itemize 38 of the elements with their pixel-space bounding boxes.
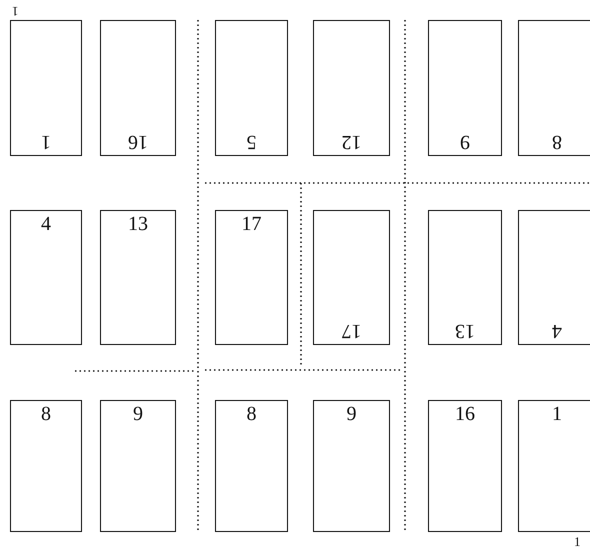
page-number: 1	[40, 131, 52, 153]
page-number: 4	[40, 213, 52, 235]
page-frame	[215, 400, 288, 532]
page-frame	[215, 210, 288, 345]
page-frame	[518, 400, 590, 532]
page-number: 16	[454, 403, 476, 425]
page-frame	[215, 20, 288, 156]
page-frame	[428, 210, 502, 345]
page-frame	[100, 400, 176, 532]
page-number: 12	[340, 131, 362, 153]
page-number: 8	[551, 131, 563, 153]
page-number: 5	[246, 131, 258, 153]
page-frame	[100, 20, 176, 156]
page-frame	[10, 20, 82, 156]
page-number: 9	[346, 403, 358, 425]
page-number: 8	[40, 403, 52, 425]
sheet-mark: 1	[12, 4, 18, 18]
sheet-mark: 1	[574, 535, 580, 549]
page-frame	[10, 400, 82, 532]
page-frame	[10, 210, 82, 345]
page-frame	[313, 210, 390, 345]
page-number: 4	[551, 320, 563, 342]
page-frame	[428, 20, 502, 156]
page-number: 13	[127, 213, 149, 235]
page-frame	[518, 210, 590, 345]
page-number: 17	[240, 213, 262, 235]
page-frame	[518, 20, 590, 156]
page-frame	[313, 20, 390, 156]
page-number: 9	[132, 403, 144, 425]
page-number: 13	[454, 320, 476, 342]
page-number: 1	[551, 403, 563, 425]
page-number: 9	[459, 131, 471, 153]
page-number: 8	[246, 403, 258, 425]
page-frame	[313, 400, 390, 532]
page-frame	[428, 400, 502, 532]
page-frame	[100, 210, 176, 345]
page-number: 17	[340, 320, 362, 342]
page-number: 16	[127, 131, 149, 153]
